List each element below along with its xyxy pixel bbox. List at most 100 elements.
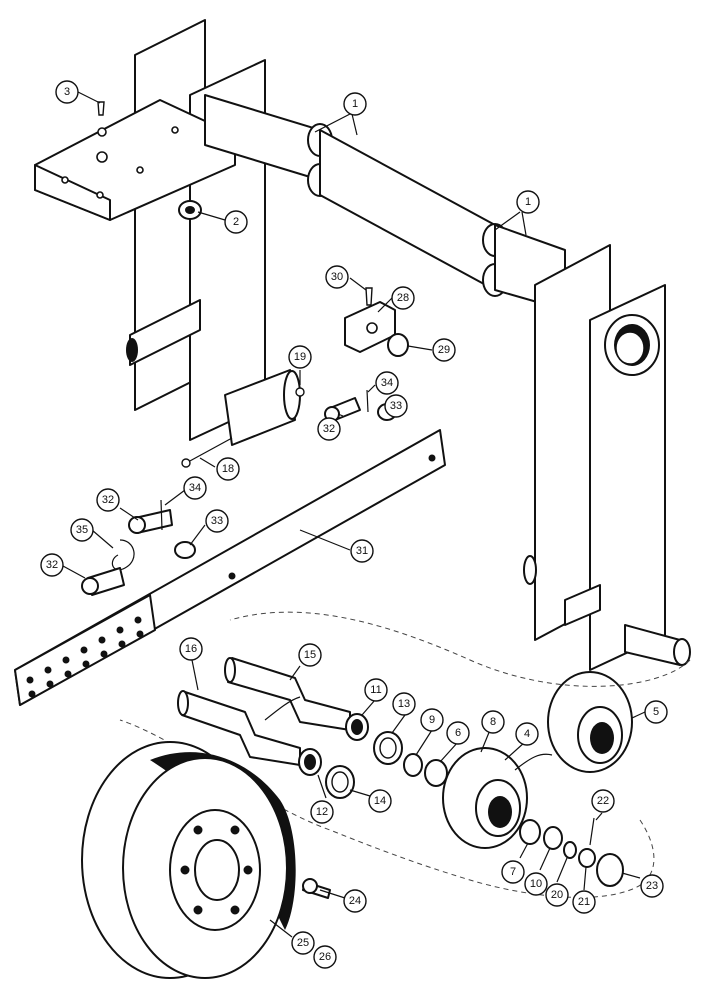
callout-4: 4: [515, 722, 539, 746]
callout-label: 1: [525, 196, 531, 208]
bushing: [387, 333, 409, 357]
callout-label: 5: [653, 706, 659, 718]
callout-28: 28: [391, 286, 415, 310]
bearing-cup-inner: [331, 771, 349, 793]
drawbar-hole: [134, 616, 142, 624]
callout-34b: 34: [183, 476, 207, 500]
drawbar-hole: [44, 666, 52, 674]
callout-10: 10: [524, 872, 548, 896]
callout-label: 32: [323, 423, 335, 435]
callout-label: 34: [189, 482, 201, 494]
callout-label: 2: [233, 216, 239, 228]
bracket-hole: [136, 166, 144, 174]
callout-label: 32: [46, 559, 58, 571]
callout-label: 12: [316, 806, 328, 818]
leader-lines: [62, 91, 646, 938]
hitch-pin-clip: [111, 539, 135, 571]
wheel-center-hole: [194, 839, 240, 901]
clevis-pin-head: [128, 516, 146, 534]
callout-34a: 34: [375, 371, 399, 395]
callout-label: 7: [510, 866, 516, 878]
assembly-paths: [119, 611, 691, 898]
callout-24: 24: [343, 889, 367, 913]
tube-section-b: [319, 129, 496, 291]
cotter-pin: [160, 499, 163, 531]
drawbar-hole: [98, 636, 106, 644]
callout-label: 13: [398, 698, 410, 710]
callout-label: 32: [102, 494, 114, 506]
callout-label: 25: [297, 937, 309, 949]
spindle-lower-end: [177, 690, 189, 716]
spindles: [177, 657, 351, 766]
callout-label: 16: [185, 643, 197, 655]
callout-6: 6: [446, 721, 470, 745]
callout-33b: 33: [205, 509, 229, 533]
bracket-hole: [171, 126, 179, 134]
castle-nut: [578, 848, 596, 868]
callout-22: 22: [591, 789, 615, 813]
callout-label: 30: [331, 271, 343, 283]
callout-label: 33: [390, 400, 402, 412]
callout-32c: 32: [40, 553, 64, 577]
washer: [563, 841, 577, 859]
assembly-arrow: [514, 753, 553, 771]
lug-hole: [193, 825, 203, 835]
right-stub-end: [523, 555, 537, 585]
callout-9: 9: [420, 708, 444, 732]
callout-label: 9: [429, 714, 435, 726]
drawbar-hole: [118, 640, 126, 648]
callout-13: 13: [392, 692, 416, 716]
drawbar-hole: [28, 690, 36, 698]
callout-14: 14: [368, 789, 392, 813]
callout-label: 23: [646, 880, 658, 892]
callout-15: 15: [298, 643, 322, 667]
callout-label: 10: [530, 878, 542, 890]
cotter-pin: [366, 389, 369, 413]
bearing-cone: [543, 826, 563, 850]
callout-label: 31: [356, 545, 368, 557]
callout-23: 23: [640, 874, 664, 898]
callout-31: 31: [350, 539, 374, 563]
dashed-path: [229, 611, 691, 687]
washer: [174, 541, 196, 559]
callout-20: 20: [545, 883, 569, 907]
hardware: [81, 101, 409, 596]
clamp-hole: [366, 322, 378, 334]
assembly-arrow: [264, 696, 301, 721]
drawbar-hole: [80, 646, 88, 654]
callout-30: 30: [325, 265, 349, 289]
callout-18: 18: [216, 457, 240, 481]
bolt-head: [181, 458, 191, 468]
callout-26: 26: [313, 945, 337, 969]
callout-29: 29: [432, 338, 456, 362]
grease-fitting: [295, 387, 305, 397]
callout-1a: 1: [343, 92, 367, 116]
lug-hole: [230, 825, 240, 835]
callout-16: 16: [179, 637, 203, 661]
callout-3: 3: [55, 80, 79, 104]
right-pivot-pin-end: [673, 638, 691, 666]
set-screw: [365, 287, 373, 306]
callout-2: 2: [224, 210, 248, 234]
callout-5: 5: [644, 700, 668, 724]
dashed-path: [119, 719, 655, 898]
right-lower-stub: [564, 584, 601, 626]
callout-label: 24: [349, 895, 361, 907]
callout-label: 15: [304, 649, 316, 661]
drawbar-hole: [228, 572, 236, 580]
callout-label: 4: [524, 728, 530, 740]
callout-32b: 32: [96, 488, 120, 512]
drawbar-hole: [428, 454, 436, 462]
callout-8: 8: [481, 710, 505, 734]
callout-label: 14: [374, 795, 386, 807]
bracket-hole: [97, 127, 107, 137]
bearing-cup-inner: [379, 737, 397, 759]
drawbar-hole: [62, 656, 70, 664]
bracket-hole: [61, 176, 69, 184]
callout-label: 1: [352, 98, 358, 110]
drawbar: [14, 429, 446, 706]
callout-label: 29: [438, 344, 450, 356]
wheel-bolt-head: [302, 878, 318, 894]
bolt-shaft: [187, 437, 233, 463]
